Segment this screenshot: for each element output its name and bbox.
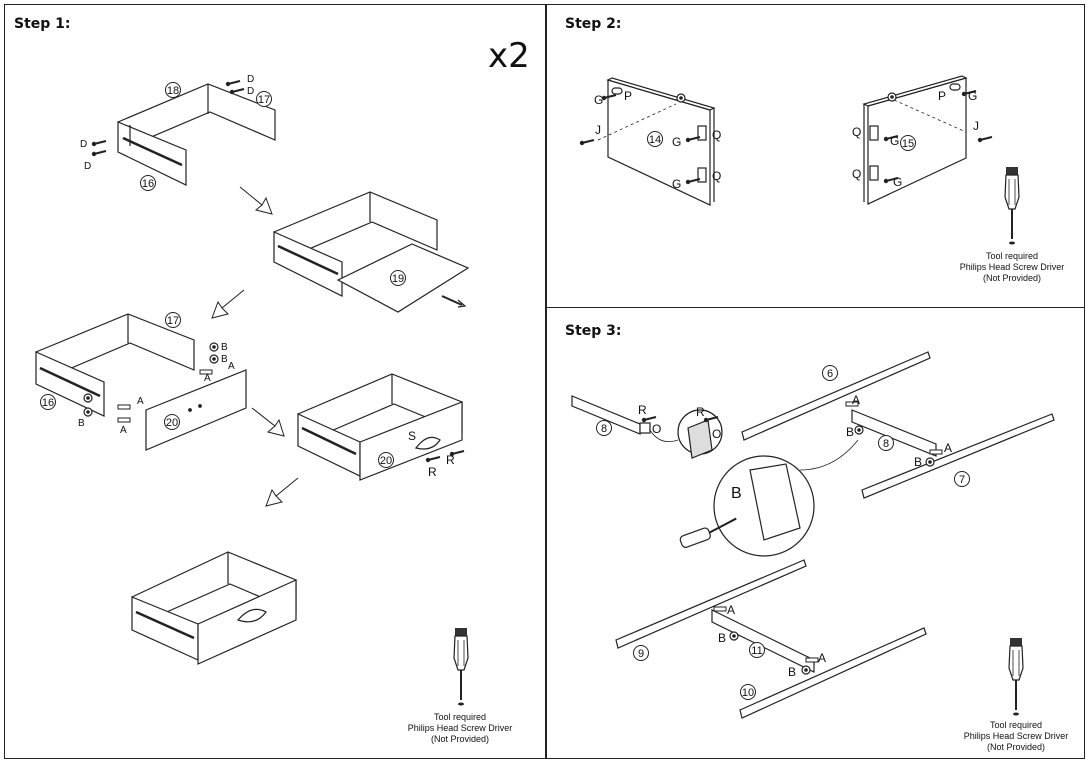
step1-screwdriver-icon — [453, 627, 469, 707]
step1-arrow-4 — [265, 477, 299, 507]
step1-tool-line2: Philips Head Screw Driver — [407, 723, 513, 733]
step1-drawer-frame — [117, 83, 276, 186]
step1-part-18: 18 — [167, 85, 179, 97]
step1-part-20b: 20 — [380, 455, 392, 467]
step3-part-8b: 8 — [883, 438, 889, 450]
step2-title: Step 2: — [565, 16, 622, 32]
step1-letter-d4: D — [84, 161, 91, 172]
step1-part-17b: 17 — [167, 315, 179, 327]
step2-letter-q2: Q — [712, 169, 721, 183]
step3-letter-a1: A — [852, 393, 860, 407]
step1-letter-d2: D — [247, 86, 254, 97]
step3-title: Step 3: — [565, 323, 622, 339]
step1-letter-d1: D — [247, 74, 254, 85]
step2-letter-p1: P — [624, 89, 632, 103]
step3-tool-line3: (Not Provided) — [986, 742, 1046, 752]
step2-letter-j2: J — [973, 119, 979, 133]
step3-part-7: 7 — [959, 474, 965, 486]
step2-letter-q3: Q — [852, 125, 861, 139]
step2-letter-p2: P — [938, 89, 946, 103]
step1-letter-b3: B — [78, 418, 85, 429]
step3-part-6: 6 — [827, 368, 833, 380]
step3-labels: 6 7 8 8 9 10 11 R O R O A B A B B A B A … — [596, 365, 970, 700]
step3-tool-note: Tool required Philips Head Screw Driver … — [951, 720, 1081, 753]
step2-letter-q1: Q — [712, 128, 721, 142]
step3-detail-insets — [649, 409, 859, 557]
step1-part-labels: 18 17 16 19 17 16 20 20 — [40, 82, 406, 468]
step3-letter-b3: B — [718, 631, 726, 645]
step1-part-16: 16 — [142, 178, 154, 190]
step3-letter-b4: B — [788, 665, 796, 679]
step1-part-17: 17 — [258, 94, 270, 106]
step3-letter-o1: O — [652, 422, 661, 436]
step1-letter-a1: A — [228, 361, 235, 372]
step3-letter-b2: B — [914, 455, 922, 469]
step3-inset-screwdriver — [679, 517, 737, 548]
step2-part-15: 15 — [902, 138, 914, 150]
step3-part-10: 10 — [742, 687, 754, 699]
step3-letter-r2: R — [696, 405, 705, 419]
step3-letter-a4: A — [818, 651, 826, 665]
step1-arrow-2 — [211, 289, 245, 319]
step3-part-9: 9 — [638, 648, 644, 660]
step1-arrow-3 — [251, 407, 285, 437]
step3-letter-r1: R — [638, 403, 647, 417]
step2-letter-g1: G — [594, 93, 603, 107]
step2-tool-note: Tool required Philips Head Screw Driver … — [947, 251, 1077, 284]
step2-screwdriver-icon — [1004, 166, 1020, 246]
step2-letter-g4: G — [968, 89, 977, 103]
step2-letter-g2: G — [672, 135, 681, 149]
step1-drawer-exploded-front — [35, 313, 247, 451]
step3-top-frame — [571, 351, 1055, 499]
step2-part-14: 14 — [649, 134, 661, 146]
step3-letter-a3: A — [727, 603, 735, 617]
step1-letter-b2: B — [221, 354, 228, 365]
step2-tool-line1: Tool required — [985, 251, 1039, 261]
step1-letter-r1: R — [428, 465, 437, 479]
step1-tool-note: Tool required Philips Head Screw Driver … — [395, 712, 525, 745]
step1-drawer-with-bottom — [273, 191, 470, 313]
step2-labels: 14 15 G P J G Q G Q P G J Q G Q G — [594, 89, 979, 191]
step3-part-11: 11 — [751, 645, 762, 657]
step1-title: Step 1: — [14, 16, 71, 32]
step1-tool-line3: (Not Provided) — [430, 734, 490, 744]
step2-letter-g5: G — [890, 134, 899, 148]
step1-multiplier: x2 — [488, 36, 530, 76]
step1-letter-d3: D — [80, 139, 87, 150]
step3-letter-b-inset: B — [731, 485, 742, 502]
step1-letter-a4: A — [120, 425, 127, 436]
step1-tool-line1: Tool required — [433, 712, 487, 722]
step3-letter-o2: O — [712, 427, 721, 441]
step2-letter-j1: J — [595, 123, 601, 137]
step3-letter-b1: B — [846, 425, 854, 439]
step1-part-16b: 16 — [42, 397, 54, 409]
step3-part-8: 8 — [601, 423, 607, 435]
step2-letter-g3: G — [672, 177, 681, 191]
step2-tool-line2: Philips Head Screw Driver — [959, 262, 1065, 272]
step1-part-20: 20 — [166, 417, 178, 429]
step2-letter-q4: Q — [852, 167, 861, 181]
step1-letter-a2: A — [204, 373, 211, 384]
step1-arrow-1 — [239, 186, 273, 215]
step1-part-19: 19 — [392, 273, 404, 285]
step1-fitting-letters: D D D D B B A A B A A S R R — [78, 74, 455, 479]
step1-letter-s: S — [408, 429, 416, 443]
step1-finished-drawer — [131, 551, 297, 665]
step2-letter-g6: G — [893, 175, 902, 189]
step3-letter-a2: A — [944, 441, 952, 455]
step3-tool-line2: Philips Head Screw Driver — [963, 731, 1069, 741]
step1-letter-r2: R — [446, 453, 455, 467]
step3-bottom-frame — [615, 559, 927, 719]
step2-tool-line3: (Not Provided) — [982, 273, 1042, 283]
step3-tool-line1: Tool required — [989, 720, 1043, 730]
step3-screwdriver-icon — [1008, 637, 1024, 717]
step1-handle-screw-r — [424, 456, 441, 464]
step1-letter-b1: B — [221, 342, 228, 353]
step1-letter-a3: A — [137, 396, 144, 407]
